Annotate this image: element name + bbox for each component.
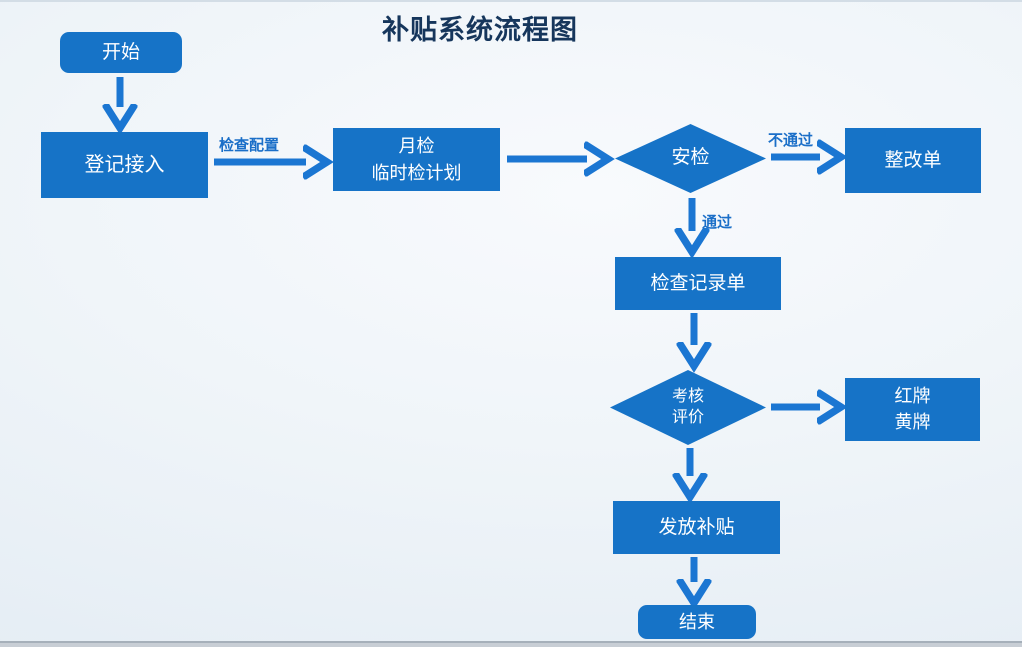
node-rectification-order-label: 整改单 bbox=[884, 149, 942, 171]
top-edge-divider bbox=[0, 0, 1022, 2]
node-cards-line2: 黄牌 bbox=[894, 411, 931, 432]
bottom-edge-divider bbox=[0, 641, 1022, 647]
edge-label-check-config: 检查配置 bbox=[219, 137, 280, 154]
page-title: 补贴系统流程图 bbox=[382, 15, 578, 45]
node-start-label: 开始 bbox=[101, 41, 140, 63]
decision-security-check-label: 安检 bbox=[671, 147, 710, 169]
node-red-yellow-cards: 红牌 黄牌 bbox=[845, 378, 980, 441]
edge-label-fail: 不通过 bbox=[768, 132, 814, 149]
node-end: 结束 bbox=[638, 605, 756, 639]
decision-assessment-line2: 评价 bbox=[671, 408, 704, 426]
node-monthly-inspection-line2: 临时检计划 bbox=[371, 162, 462, 183]
node-issue-subsidy-label: 发放补贴 bbox=[658, 516, 735, 538]
node-end-label: 结束 bbox=[679, 611, 715, 632]
node-registration-access-label: 登记接入 bbox=[84, 153, 165, 176]
node-registration-access: 登记接入 bbox=[41, 132, 208, 198]
edge-label-pass: 通过 bbox=[702, 214, 733, 231]
node-monthly-inspection-plan: 月检 临时检计划 bbox=[333, 128, 500, 191]
node-inspection-record-label: 检查记录单 bbox=[650, 272, 746, 294]
node-issue-subsidy: 发放补贴 bbox=[613, 501, 780, 554]
node-start: 开始 bbox=[60, 32, 182, 73]
decision-assessment-line1: 考核 bbox=[671, 387, 704, 405]
node-cards-line1: 红牌 bbox=[894, 386, 931, 407]
node-monthly-inspection-line1: 月检 bbox=[398, 136, 435, 157]
node-rectification-order: 整改单 bbox=[845, 128, 981, 193]
node-inspection-record: 检查记录单 bbox=[615, 257, 781, 310]
